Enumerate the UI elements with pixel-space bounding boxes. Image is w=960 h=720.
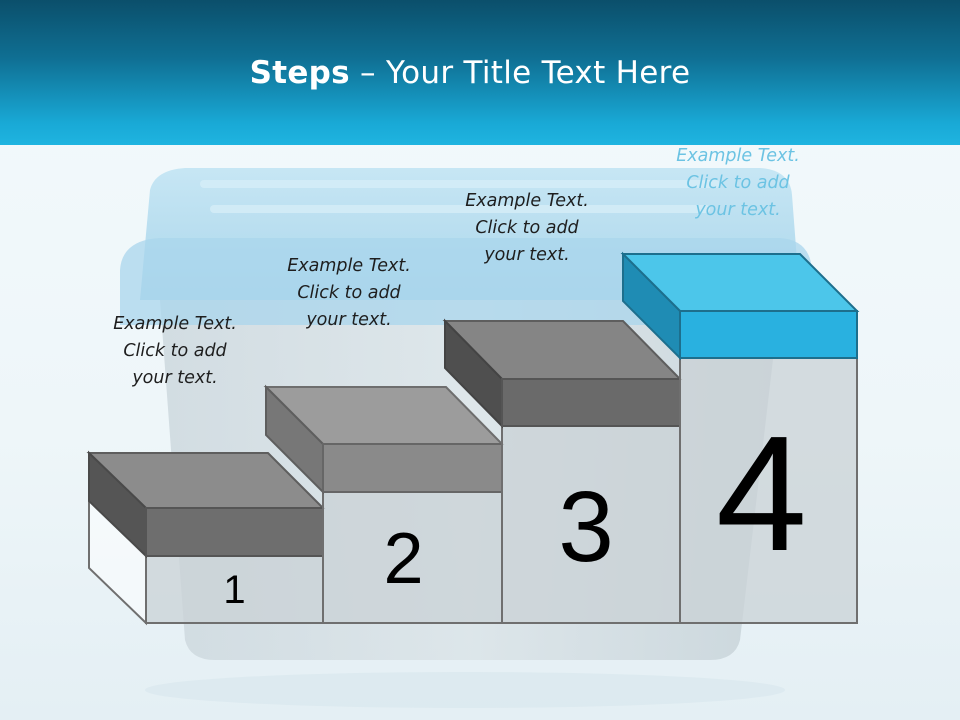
step-2-text-line-3: your text. bbox=[306, 310, 392, 330]
step-4-column bbox=[679, 357, 858, 624]
step-4[interactable] bbox=[620, 251, 860, 624]
step-4-text-line-3: your text. bbox=[695, 200, 781, 220]
step-2-text[interactable]: Example Text. Click to add your text. bbox=[259, 253, 439, 334]
step-2-text-line-2: Click to add bbox=[297, 283, 401, 303]
step-2-number: 2 bbox=[383, 519, 424, 599]
step-2-block-front bbox=[322, 443, 503, 493]
step-3[interactable] bbox=[442, 318, 683, 624]
step-3-block-front bbox=[501, 378, 681, 427]
header-banner: Steps – Your Title Text Here bbox=[0, 0, 960, 145]
step-3-text-line-3: your text. bbox=[484, 245, 570, 265]
step-4-text-line-1: Example Text. bbox=[676, 146, 800, 166]
step-2-text-line-1: Example Text. bbox=[287, 256, 411, 276]
step-3-text[interactable]: Example Text. Click to add your text. bbox=[437, 188, 617, 269]
page-title[interactable]: Steps – Your Title Text Here bbox=[0, 55, 940, 91]
step-3-text-line-2: Click to add bbox=[475, 218, 579, 238]
step-4-number: 4 bbox=[715, 402, 808, 585]
step-4-block-front bbox=[679, 310, 858, 359]
step-4-text[interactable]: Example Text. Click to add your text. bbox=[648, 143, 828, 224]
step-3-number: 3 bbox=[558, 471, 614, 583]
title-rest: – Your Title Text Here bbox=[349, 55, 691, 91]
step-1-number: 1 bbox=[223, 568, 246, 612]
step-2[interactable] bbox=[263, 384, 505, 624]
step-1-column bbox=[145, 555, 324, 624]
step-1-block-front bbox=[145, 507, 324, 557]
step-4-text-line-2: Click to add bbox=[686, 173, 790, 193]
step-1-text-line-1: Example Text. bbox=[113, 314, 237, 334]
step-1-text-line-3: your text. bbox=[132, 368, 218, 388]
title-bold: Steps bbox=[249, 55, 350, 91]
step-3-column bbox=[501, 425, 681, 624]
step-1-text[interactable]: Example Text. Click to add your text. bbox=[85, 311, 265, 392]
step-3-text-line-1: Example Text. bbox=[465, 191, 589, 211]
step-1-text-line-2: Click to add bbox=[123, 341, 227, 361]
step-1[interactable] bbox=[86, 450, 326, 626]
